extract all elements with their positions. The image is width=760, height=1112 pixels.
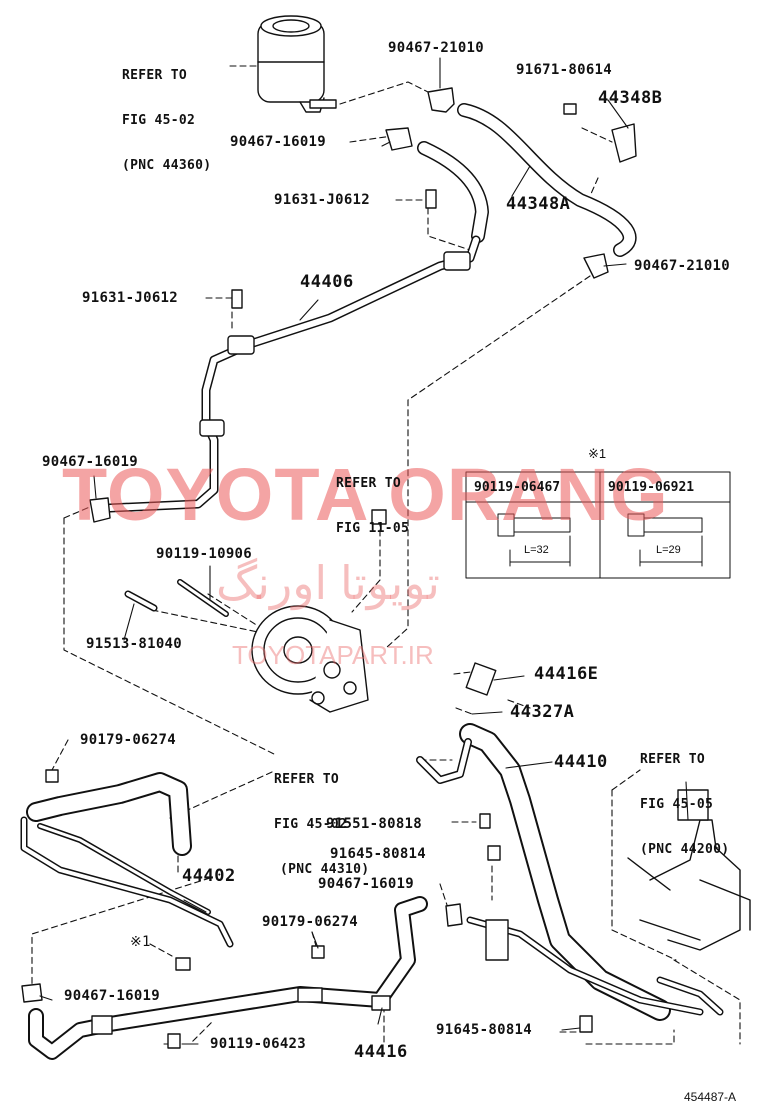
- part-91631-J0612-a: 91631-J0612: [274, 192, 371, 208]
- part-90179-06274-b: 90179-06274: [262, 914, 359, 930]
- watermark-main: TOYOTA ORANG: [62, 453, 669, 536]
- watermark-persian: تویوتا اورنگ: [216, 557, 440, 609]
- hose-44348A: [457, 103, 637, 257]
- part-90467-21010-right: 90467-21010: [634, 258, 731, 274]
- part-90467-16019-d: 90467-16019: [64, 988, 161, 1004]
- refer-to-fig-11-05: REFER TO FIG 11-05: [336, 476, 410, 536]
- part-91631-J0612-b: 91631-J0612: [82, 290, 179, 306]
- hose-44416: [28, 896, 428, 1060]
- refer-to-fig-45-05: REFER TO FIG 45-05 (PNC 44200): [640, 752, 730, 857]
- part-44327A: 44327A: [510, 702, 575, 722]
- part-44406: 44406: [300, 272, 354, 292]
- part-44410: 44410: [554, 752, 608, 772]
- part-91671-80614: 91671-80614: [516, 62, 613, 78]
- hose-44410: [416, 723, 724, 1021]
- refer-to-fig-45-02-mid: REFER TO FIG 45-02 (PNC 44310): [274, 772, 370, 877]
- clamps: [21, 87, 637, 1003]
- pump: [251, 605, 369, 713]
- table-len-1: L=32: [524, 544, 549, 556]
- part-90467-16019-c: 90467-16019: [318, 876, 415, 892]
- part-90179-06274-a: 90179-06274: [80, 732, 177, 748]
- pointer-lines: [39, 57, 689, 1045]
- table-col-1-header: 90119-06467: [474, 480, 561, 495]
- table-col-2-header: 90119-06921: [608, 480, 695, 495]
- part-90467-16019-b: 90467-16019: [42, 454, 139, 470]
- pipe-44402: [20, 772, 234, 948]
- figure-code: 454487-A: [684, 1090, 737, 1104]
- part-90119-10906: 90119-10906: [156, 546, 253, 562]
- part-90467-16019-a: 90467-16019: [230, 134, 327, 150]
- hose-upper: [417, 141, 489, 243]
- table-len-2: L=29: [656, 544, 681, 556]
- bolt-table: [465, 471, 731, 579]
- watermark-site: TOYOTAPART.IR: [232, 640, 434, 670]
- refer-to-fig-45-02-top: REFER TO FIG 45-02 (PNC 44360): [122, 68, 212, 173]
- part-44348B: 44348B: [598, 88, 663, 108]
- reservoir-tank: [257, 15, 337, 113]
- part-91551-80818: 91551-80818: [326, 816, 423, 832]
- bolts: [45, 103, 593, 1049]
- pipe-44406: [105, 235, 481, 513]
- part-91645-80814-b: 91645-80814: [436, 1022, 533, 1038]
- reference-lines: [31, 65, 741, 1045]
- part-44416: 44416: [354, 1042, 408, 1062]
- part-90467-21010-top: 90467-21010: [388, 40, 485, 56]
- part-44402: 44402: [182, 866, 236, 886]
- note-1-marker: ※1: [130, 934, 151, 950]
- part-91513-81040: 91513-81040: [86, 636, 183, 652]
- table-note-marker: ※1: [588, 446, 607, 461]
- steering-gear: [627, 789, 751, 951]
- part-44416E: 44416E: [534, 664, 599, 684]
- part-44348A: 44348A: [506, 194, 571, 214]
- part-90119-06423: 90119-06423: [210, 1036, 307, 1052]
- part-91645-80814-a: 91645-80814: [330, 846, 427, 862]
